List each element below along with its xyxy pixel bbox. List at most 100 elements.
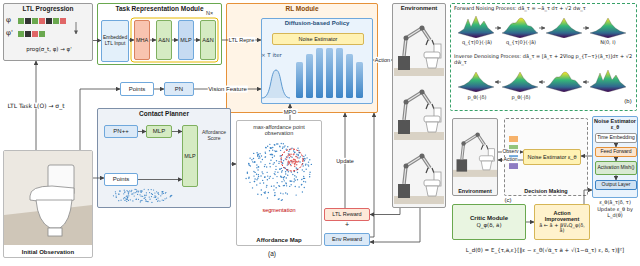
cloud-point [140, 200, 141, 201]
connector-arrow [194, 40, 200, 41]
cloud-point [280, 155, 281, 156]
cloud-point [289, 162, 291, 164]
toilet-scene-part [36, 200, 72, 228]
cloud-point [302, 163, 303, 164]
cloud-point [283, 146, 284, 147]
cloud-point [265, 151, 266, 152]
cloud-point [259, 156, 260, 157]
annotation-label: prog(σ_t, φ) → φ' [6, 46, 92, 52]
label-holder: φ' [6, 29, 18, 37]
cloud-point [301, 184, 302, 185]
cloud-point [254, 181, 255, 182]
cloud-point [261, 155, 262, 156]
toilet-scene-part [4, 205, 92, 245]
cloud-point [146, 201, 147, 202]
cloud-point [151, 202, 152, 203]
cloud-point [294, 163, 296, 165]
cloud-point [291, 161, 292, 162]
edge-label-holder: Action [374, 57, 391, 63]
cloud-point [286, 183, 287, 184]
cloud-point [284, 145, 285, 146]
cloud-point [276, 151, 277, 152]
label-holder: L_d(θ) = E_{τ,ā,ε}[‖ε − ε_θ(√ᾱ_τ ā + √(1… [452, 247, 638, 253]
edge-label-holder: MPO [283, 109, 298, 115]
process-box: Environment [392, 3, 446, 208]
cloud-point [283, 177, 284, 178]
cloud-point [271, 147, 272, 148]
cloud-point [287, 164, 289, 166]
cloud-point [259, 153, 260, 154]
cloud-point [270, 154, 271, 155]
cloud-point [171, 195, 172, 196]
cloud-point [293, 161, 295, 163]
node-title: A&N [202, 37, 214, 43]
cloud-point [298, 161, 300, 163]
node-formula: Inverse Denoising Process: dā_τ = [ā_τ +… [454, 54, 633, 66]
cloud-point [260, 175, 261, 176]
cloud-point [124, 191, 125, 192]
cloud-point [303, 156, 304, 157]
ltl-formula-bars-part [60, 18, 66, 24]
cloud-point [303, 158, 304, 159]
cloud-point [126, 190, 127, 191]
cloud-point [154, 197, 155, 198]
cloud-point [266, 186, 267, 187]
toilet-scene-part [4, 151, 92, 245]
denoising-surfaces-part [583, 82, 589, 83]
diffusion-illustration-part [296, 62, 303, 98]
label-holder: (a) [262, 250, 282, 257]
cloud-point [289, 157, 290, 158]
cloud-point [133, 192, 134, 193]
edge-label-holder: LTL Repre [228, 37, 255, 43]
process-box: MHA [134, 20, 150, 60]
cloud-point [263, 182, 264, 183]
cloud-point [157, 200, 158, 201]
cloud-point [256, 174, 257, 175]
module-box: Noise Estimator ε_θTime EmbeddingFeed Fo… [592, 116, 638, 198]
cloud-point [274, 194, 275, 195]
cloud-point [270, 176, 271, 177]
cloud-point [248, 163, 249, 164]
cloud-point [123, 198, 124, 199]
cloud-point [291, 180, 292, 181]
node-title: MLP [180, 37, 192, 43]
connector-arrow [172, 131, 182, 132]
cloud-point [301, 184, 302, 185]
cloud-point [290, 184, 291, 185]
node-formula: Q_φ(δ, ā) [454, 222, 524, 228]
module-box: Contact PlannerPN++MLPPointsMLP [97, 108, 231, 208]
cloud-point [257, 155, 258, 156]
cloud-point [261, 189, 262, 190]
cloud-point [257, 169, 258, 170]
cloud-point [256, 167, 257, 168]
cloud-point [285, 173, 286, 174]
cloud-point [140, 191, 141, 192]
cloud-point [291, 148, 292, 149]
cloud-point [267, 197, 268, 198]
process-box: Env Reward [324, 233, 370, 246]
cloud-point [275, 169, 276, 170]
cloud-point [134, 189, 135, 190]
cloud-point [113, 195, 114, 196]
cloud-point [128, 200, 129, 201]
cloud-point [275, 151, 276, 152]
cloud-point [136, 199, 137, 200]
cloud-point [274, 195, 275, 196]
process-box: Time Embedding [595, 133, 637, 143]
label-holder: × T iter [261, 52, 295, 58]
cloud-point [144, 189, 145, 190]
cloud-point [257, 154, 258, 155]
cloud-point [288, 162, 290, 164]
cloud-point [272, 149, 273, 150]
connector-arrow [129, 40, 134, 41]
edge-label: Update [335, 157, 355, 163]
cloud-point [302, 191, 303, 192]
cloud-point [265, 147, 266, 148]
cloud-point [261, 171, 262, 172]
cloud-point [294, 163, 296, 165]
cloud-point [258, 166, 259, 167]
cloud-point [290, 153, 292, 155]
process-box: Noise Estimator ε_θ [523, 149, 581, 165]
cloud-point [147, 201, 148, 202]
cloud-point [304, 178, 305, 179]
